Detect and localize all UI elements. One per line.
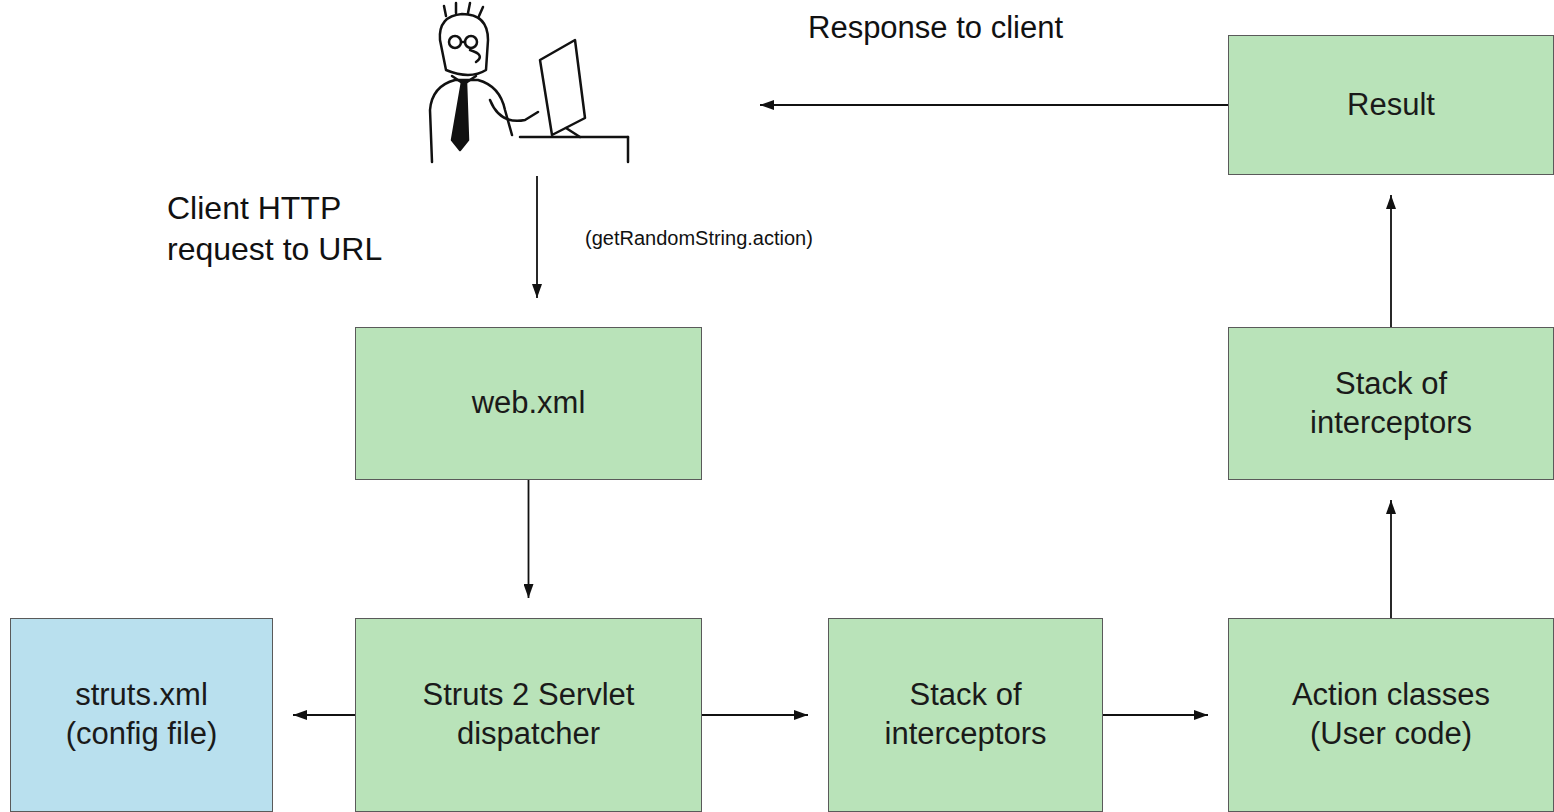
flow-arrow — [702, 715, 808, 716]
request-label: Client HTTP request to URL — [167, 188, 437, 270]
interceptor-box: Stack of interceptors — [1228, 327, 1554, 480]
arrow-line — [293, 714, 355, 716]
config-file-box: struts.xml (config file) — [10, 618, 273, 812]
url-label: (getRandomString.action) — [585, 226, 905, 252]
result-box: Result — [1228, 35, 1554, 175]
node-text: Stack of interceptors — [863, 676, 1068, 754]
arrow-line — [1390, 195, 1392, 327]
node-text: web.xml — [472, 384, 586, 423]
interceptor-box: Stack of interceptors — [828, 618, 1103, 812]
request-arrow — [536, 176, 538, 298]
flow-arrow — [528, 480, 529, 598]
arrow-line — [528, 480, 530, 598]
flow-arrow — [1103, 715, 1208, 716]
action-box: Action classes (User code) — [1228, 618, 1554, 812]
arrow-line — [1390, 500, 1392, 618]
config-box: web.xml — [355, 327, 702, 480]
response-label: Response to client — [808, 8, 1208, 48]
arrow-line — [702, 714, 808, 716]
flow-arrow — [1391, 195, 1392, 327]
flow-arrow — [1391, 500, 1392, 618]
arrow-line — [1103, 714, 1208, 716]
node-text: Stack of interceptors — [1289, 365, 1494, 443]
dispatcher-box: Struts 2 Servlet dispatcher — [355, 618, 702, 812]
node-text: Struts 2 Servlet dispatcher — [379, 676, 679, 754]
node-text: struts.xml (config file) — [29, 676, 254, 754]
flow-arrow — [293, 715, 355, 716]
node-text: Result — [1347, 86, 1435, 125]
response-arrow — [760, 104, 1228, 106]
client-illustration — [430, 3, 628, 162]
node-text: Action classes (User code) — [1279, 676, 1504, 754]
